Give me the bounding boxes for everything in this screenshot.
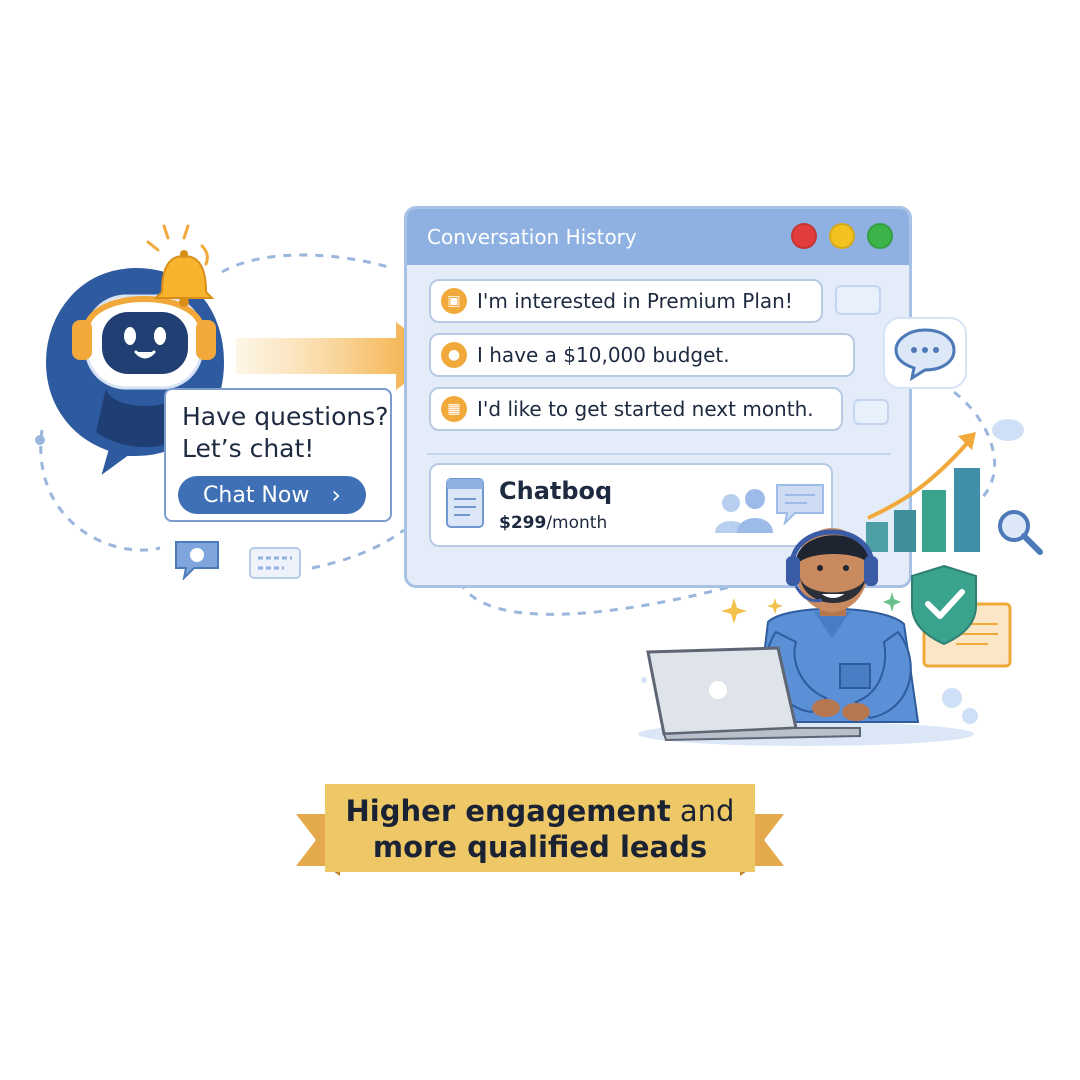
banner-line-2: more qualified leads xyxy=(372,830,708,864)
support-agent-illustration xyxy=(638,528,978,746)
bell-icon xyxy=(146,224,215,307)
envelope-icon xyxy=(853,399,889,425)
window-titlebar: Conversation History xyxy=(407,209,909,265)
divider xyxy=(427,453,891,455)
banner-line-1-rest: and xyxy=(670,794,735,828)
calendar-icon: ▦ xyxy=(441,396,467,422)
arrow-right-icon xyxy=(236,322,442,390)
message-text: I have a $10,000 budget. xyxy=(477,343,730,367)
banner-highlight: Higher engagement xyxy=(345,794,671,828)
headline-banner: Higher engagement and more qualified lea… xyxy=(325,784,755,872)
chat-now-label: Chat Now xyxy=(203,482,310,508)
message-bubble: ● I have a $10,000 budget. xyxy=(429,333,855,377)
message-bubble: ▦ I'd like to get started next month. xyxy=(429,387,843,431)
conversation-window: Conversation History ▣ I'm interested in… xyxy=(404,206,912,588)
window-title: Conversation History xyxy=(427,225,637,249)
banner-line-1: Higher engagement and xyxy=(325,794,755,828)
message-text: I'd like to get started next month. xyxy=(477,397,814,421)
user-icon: ● xyxy=(441,342,467,368)
maximize-window-button[interactable] xyxy=(867,223,893,249)
chat-dots-icon xyxy=(883,317,967,389)
price-period: /month xyxy=(546,513,608,533)
product-card[interactable]: Chatboq $299/month xyxy=(429,463,833,547)
document-icon xyxy=(446,478,484,528)
magnifier-icon xyxy=(998,510,1043,555)
product-name: Chatboq xyxy=(499,477,613,505)
promo-headline: Have questions? xyxy=(182,402,389,431)
cloud-icon xyxy=(992,419,1024,441)
promo-subline: Let’s chat! xyxy=(182,434,315,463)
chevron-right-icon: › xyxy=(331,481,341,509)
message-text: I'm interested in Premium Plan! xyxy=(477,289,793,313)
keyboard-icon xyxy=(835,285,881,315)
sparkle-icon xyxy=(721,598,783,624)
security-shield-icon xyxy=(911,564,1012,668)
minimize-window-button[interactable] xyxy=(829,223,855,249)
message-bubble: ▣ I'm interested in Premium Plan! xyxy=(429,279,823,323)
message-card-icon xyxy=(249,547,301,579)
sparkle-icon xyxy=(883,592,901,612)
close-window-button[interactable] xyxy=(791,223,817,249)
chat-bubble-icon xyxy=(175,541,219,580)
chat-now-button[interactable]: Chat Now › xyxy=(178,476,366,514)
store-icon: ▣ xyxy=(441,288,467,314)
chat-promo-card: Have questions? Let’s chat! Chat Now › xyxy=(164,388,392,522)
growth-chart-icon xyxy=(866,432,980,552)
product-price: $299/month xyxy=(499,513,607,533)
price-amount: $299 xyxy=(499,513,547,533)
team-chat-icon xyxy=(715,484,824,533)
